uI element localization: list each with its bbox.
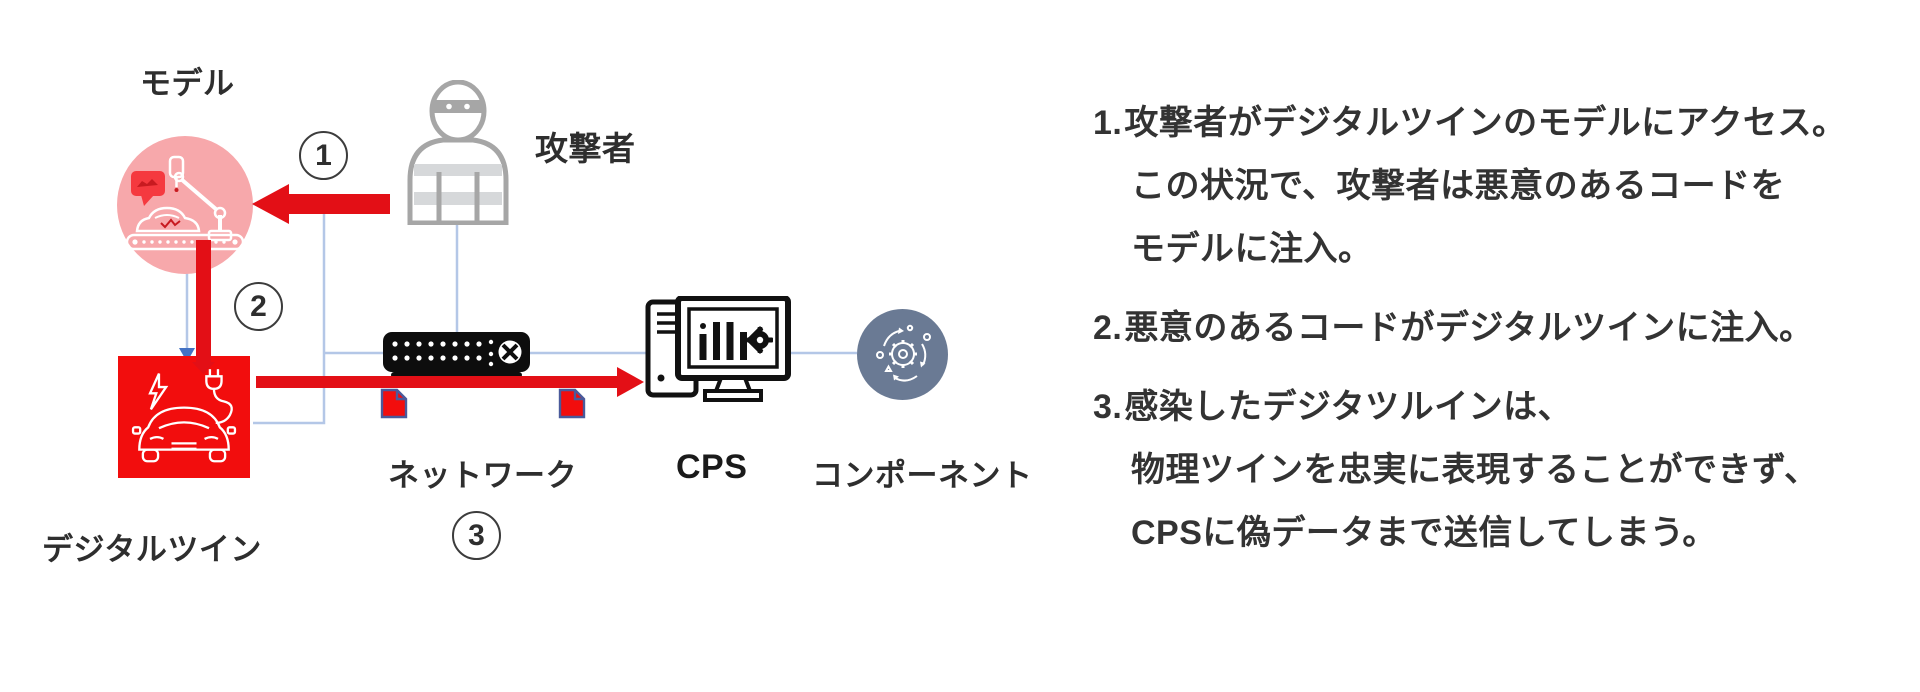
component-node (857, 309, 948, 400)
step-text: 物理ツインを忠実に表現することができず、 (1131, 451, 1819, 489)
step-2-badge: 2 (234, 282, 283, 331)
step-number: 1. (1093, 104, 1123, 142)
electric-car-icon (131, 369, 237, 463)
cps-label: CPS (676, 448, 748, 486)
explanation-text: 1.攻撃者がデジタルツインのモデルにアクセス。 この状況で、攻撃者は悪意のあるコ… (1093, 92, 1913, 581)
model-label: モデル (140, 66, 235, 101)
cps-computer-icon (645, 295, 791, 402)
step-3-badge: 3 (452, 511, 501, 560)
component-label: コンポーネント (812, 458, 1033, 493)
blue-arrowhead-icon (179, 348, 195, 362)
factory-robot-arm-icon (125, 155, 245, 251)
robber-attacker-icon (407, 79, 509, 226)
step-text: 悪意のあるコードがデジタルツインに注入。 (1124, 309, 1814, 347)
step-1-badge: 1 (299, 131, 348, 180)
step-text: この状況で、攻撃者は悪意のあるコードを (1131, 167, 1786, 205)
step-number: 2. (1093, 309, 1123, 347)
step-text: モデルに注入。 (1131, 230, 1373, 268)
cps-node (643, 295, 793, 404)
model-node (117, 136, 253, 274)
attacker-label: 攻撃者 (535, 130, 636, 167)
malicious-file-icon (380, 388, 408, 419)
step-text: 感染したデジタツルインは、 (1124, 388, 1573, 426)
explanation-step-3: 3.感染したデジタツルインは、 物理ツインを忠実に表現することができず、 CPS… (1093, 376, 1913, 565)
step-text: CPSに偽データまで送信してしまう。 (1131, 514, 1717, 552)
explanation-step-1: 1.攻撃者がデジタルツインのモデルにアクセス。 この状況で、攻撃者は悪意のあるコ… (1093, 92, 1913, 281)
attacker-node (403, 79, 513, 226)
digital-twin-label: デジタルツイン (42, 532, 262, 567)
gear-cycle-icon (875, 324, 931, 382)
network-label: ネットワーク (388, 458, 577, 493)
network-switch-icon (383, 332, 530, 378)
network-node (383, 330, 530, 378)
digital-twin-node (118, 356, 250, 478)
malicious-file-icon (558, 388, 586, 419)
step-text: 攻撃者がデジタルツインのモデルにアクセス。 (1124, 104, 1847, 142)
step-number: 3. (1093, 388, 1123, 426)
explanation-step-2: 2.悪意のあるコードがデジタルツインに注入。 (1093, 297, 1913, 360)
